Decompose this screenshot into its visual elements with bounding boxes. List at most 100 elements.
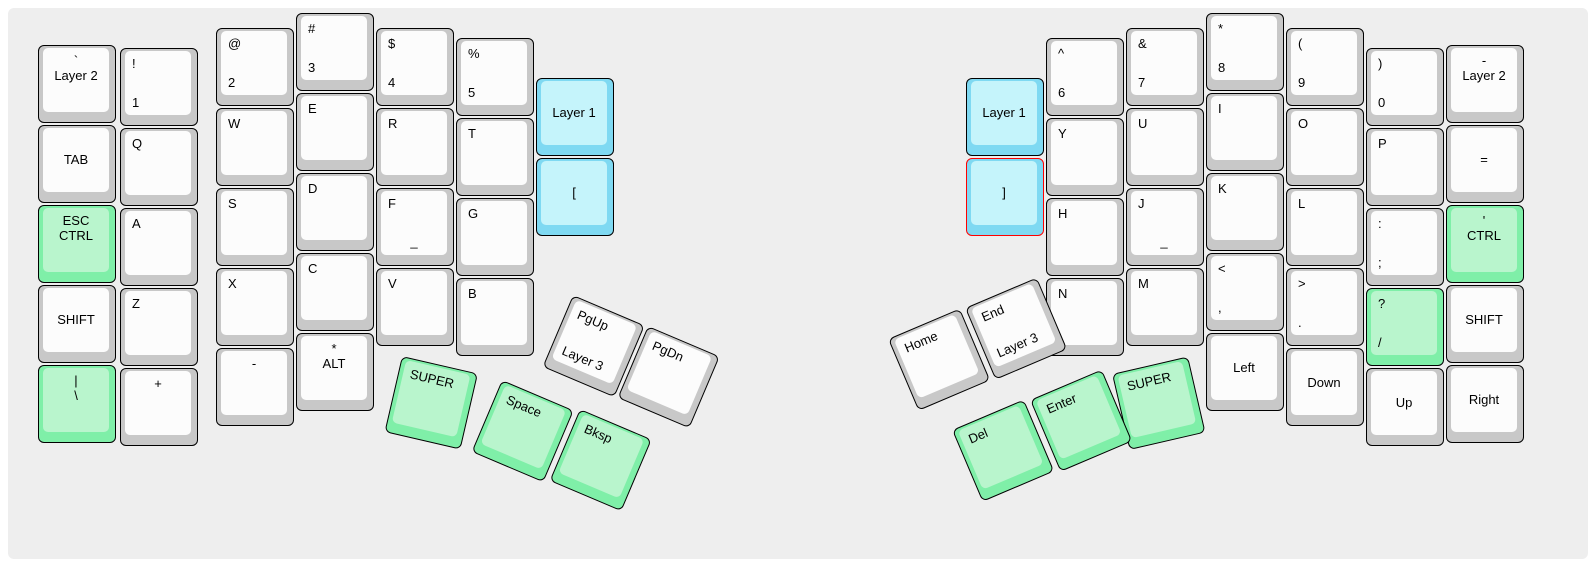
key-legend: <,: [1211, 256, 1277, 320]
key-x[interactable]: X: [216, 268, 294, 346]
key-l[interactable]: L: [1286, 188, 1364, 266]
key-6[interactable]: ^6: [1046, 38, 1124, 116]
key-cap: [1291, 351, 1357, 415]
key-legend-main: Down: [1307, 375, 1341, 391]
key-legend-top: *: [1218, 21, 1224, 36]
key-t[interactable]: T: [456, 118, 534, 196]
key-ctrl[interactable]: 'CTRL: [1446, 205, 1524, 283]
key-j[interactable]: J_: [1126, 188, 1204, 266]
key-legend: Y: [1051, 121, 1117, 185]
key-legend-main: Layer 1: [982, 105, 1026, 121]
key-layer-1[interactable]: Layer 1: [966, 78, 1044, 156]
key-[interactable]: ?/: [1366, 288, 1444, 366]
key-legend-main: 1: [132, 94, 140, 110]
key-legend: (9: [1291, 31, 1357, 95]
key-[interactable]: [: [536, 158, 614, 236]
key-legend: #3: [301, 16, 367, 80]
key-right[interactable]: Right: [1446, 365, 1524, 443]
key-z[interactable]: Z: [120, 288, 198, 366]
thumb-key-super[interactable]: SUPER: [384, 356, 479, 450]
key-legend-main: Home: [902, 328, 940, 356]
key-shift[interactable]: SHIFT: [38, 285, 116, 363]
key-layer-1[interactable]: Layer 1: [536, 78, 614, 156]
key-legend-top: T: [468, 126, 476, 141]
key-7[interactable]: &7: [1126, 28, 1204, 106]
key-legend-top: <: [1218, 261, 1226, 276]
key-legend-top: !: [132, 56, 136, 71]
key-down[interactable]: Down: [1286, 348, 1364, 426]
key-legend: `Layer 2: [43, 48, 109, 112]
key-i[interactable]: I: [1206, 93, 1284, 171]
key-r[interactable]: R: [376, 108, 454, 186]
key-o[interactable]: O: [1286, 108, 1364, 186]
key-[interactable]: +: [120, 368, 198, 446]
key-[interactable]: =: [1446, 125, 1524, 203]
key-tab[interactable]: TAB: [38, 125, 116, 203]
key-p[interactable]: P: [1366, 128, 1444, 206]
key-legend: ^6: [1051, 41, 1117, 105]
key-a[interactable]: A: [120, 208, 198, 286]
key-s[interactable]: S: [216, 188, 294, 266]
key-legend: Layer 1: [971, 81, 1037, 145]
key-9[interactable]: (9: [1286, 28, 1364, 106]
key-[interactable]: >.: [1286, 268, 1364, 346]
key-legend-top: P: [1378, 136, 1387, 151]
key-legend: Home: [894, 314, 980, 399]
key-legend-main: Layer 2: [54, 68, 98, 84]
key-cap: [1211, 336, 1277, 400]
key-cap: [1451, 368, 1517, 432]
key-h[interactable]: H: [1046, 198, 1124, 276]
key-1[interactable]: !1: [120, 48, 198, 126]
key-layer-2[interactable]: `Layer 2: [38, 45, 116, 123]
key-legend: %5: [461, 41, 527, 105]
key-y[interactable]: Y: [1046, 118, 1124, 196]
key-2[interactable]: @2: [216, 28, 294, 106]
key-cap: [1451, 128, 1517, 192]
key-cap: [381, 271, 447, 335]
key-g[interactable]: G: [456, 198, 534, 276]
key-[interactable]: :;: [1366, 208, 1444, 286]
key-n[interactable]: N: [1046, 278, 1124, 356]
key-legend-top: G: [468, 206, 479, 221]
key-legend: D: [301, 176, 367, 240]
key-shift[interactable]: SHIFT: [1446, 285, 1524, 363]
key-legend: Down: [1291, 351, 1357, 415]
key-c[interactable]: C: [296, 253, 374, 331]
key-up[interactable]: Up: [1366, 368, 1444, 446]
key-[interactable]: |\: [38, 365, 116, 443]
key-left[interactable]: Left: [1206, 333, 1284, 411]
key-8[interactable]: *8: [1206, 13, 1284, 91]
key-5[interactable]: %5: [456, 38, 534, 116]
key-legend: Enter: [1036, 375, 1122, 460]
key-legend-main: SHIFT: [1465, 312, 1503, 328]
key-4[interactable]: $4: [376, 28, 454, 106]
key-cap: [125, 371, 191, 435]
key-[interactable]: ]: [966, 158, 1044, 236]
key-3[interactable]: #3: [296, 13, 374, 91]
key-0[interactable]: )0: [1366, 48, 1444, 126]
key-q[interactable]: Q: [120, 128, 198, 206]
key-legend: Layer 1: [541, 81, 607, 145]
key-cap: [1131, 271, 1197, 335]
key-legend-top: #: [308, 21, 316, 36]
key-[interactable]: <,: [1206, 253, 1284, 331]
key-m[interactable]: M: [1126, 268, 1204, 346]
key-legend: Space: [480, 385, 566, 470]
key-v[interactable]: V: [376, 268, 454, 346]
key-legend-top: (: [1298, 36, 1303, 51]
key-w[interactable]: W: [216, 108, 294, 186]
key-alt[interactable]: *ALT: [296, 333, 374, 411]
key-d[interactable]: D: [296, 173, 374, 251]
key-b[interactable]: B: [456, 278, 534, 356]
key-k[interactable]: K: [1206, 173, 1284, 251]
key-e[interactable]: E: [296, 93, 374, 171]
key-cap: [301, 176, 367, 240]
key-f[interactable]: F_: [376, 188, 454, 266]
key-layer-2[interactable]: -Layer 2: [1446, 45, 1524, 123]
key-cap: [1131, 191, 1197, 255]
key-[interactable]: -: [216, 348, 294, 426]
key-cap: [43, 368, 109, 432]
key-u[interactable]: U: [1126, 108, 1204, 186]
